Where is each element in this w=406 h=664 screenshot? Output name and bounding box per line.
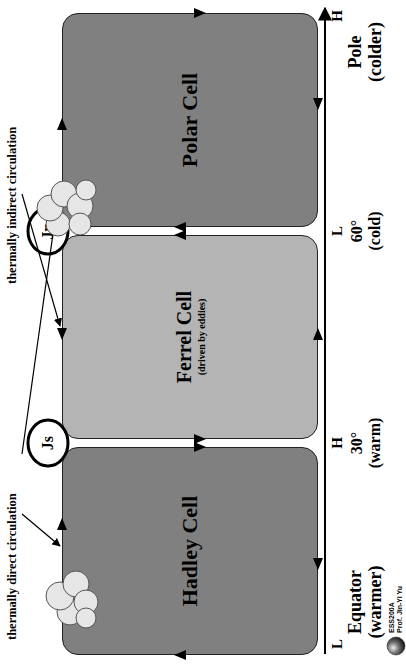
jet-ellipse: Js <box>26 418 70 468</box>
pressure-label: L <box>329 226 346 236</box>
latitude-axis <box>324 8 326 654</box>
cloud-equator <box>46 571 98 628</box>
flow-arrow <box>313 328 323 340</box>
flow-arrow <box>194 434 206 444</box>
latitude-label: Equator (warmer) <box>346 566 386 639</box>
cell-title: Polar Cell <box>177 73 202 167</box>
annotation-label: thermally indirect circulation <box>6 127 20 284</box>
annotation-label: thermally direct circulation <box>6 493 20 640</box>
cell-title: Hadley Cell <box>177 496 202 607</box>
pressure-label: H <box>329 10 346 22</box>
ferrel-cell: Ferrel Cell(driven by eddies) <box>62 235 318 439</box>
ellipse-shape <box>28 420 68 466</box>
pressure-label: H <box>329 437 346 449</box>
pressure-label: L <box>329 639 346 649</box>
flow-arrow <box>194 8 206 18</box>
flow-arrow <box>57 328 67 340</box>
flow-arrow <box>194 442 206 452</box>
flow-arrow <box>313 98 323 110</box>
latitude-label: 60° (cold) <box>348 211 383 250</box>
cell-title: Js <box>39 436 57 450</box>
logo-text: Prof. Jin-Yi Yu <box>396 586 404 633</box>
cell-title: Ferrel Cell <box>173 291 196 383</box>
latitude-label: Pole (colder) <box>346 22 386 82</box>
leader-arrows <box>22 184 60 546</box>
flow-arrow <box>174 650 186 660</box>
circulation-arrows <box>57 8 323 660</box>
flow-arrow <box>313 558 323 570</box>
logo-globe <box>387 637 405 655</box>
leader-arrow <box>22 514 60 546</box>
logo-text: ESS200A <box>388 602 396 633</box>
polar-cell: Polar Cell <box>62 13 318 227</box>
flow-arrow <box>174 222 186 232</box>
cell-note: (driven by eddies) <box>196 299 208 376</box>
flow-arrow <box>174 230 186 240</box>
flow-arrow <box>57 518 67 530</box>
flow-arrow <box>57 118 67 130</box>
hadley-cell: Hadley Cell <box>62 447 318 655</box>
latitude-label: 30° (warm) <box>348 418 383 469</box>
cloud-polar-front <box>37 180 96 236</box>
